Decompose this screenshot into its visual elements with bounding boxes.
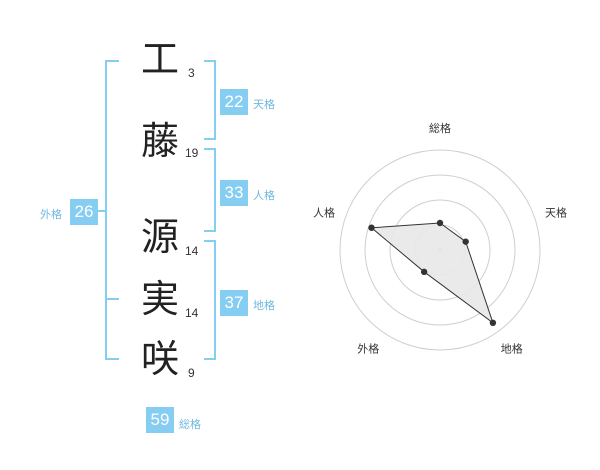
radar-points — [368, 219, 497, 327]
stroke-count-2: 19 — [185, 146, 199, 160]
tenkaku-value: 22 — [220, 89, 248, 115]
radar-axis-label-4: 外格 — [357, 342, 379, 356]
radar-axis-label-1: 総格 — [429, 121, 451, 135]
radar-point-4 — [420, 268, 428, 276]
name-char-1: 工 — [140, 37, 179, 81]
radar-point-5 — [368, 224, 375, 231]
radar-ring-4 — [339, 149, 541, 351]
stroke-count-5: 9 — [188, 366, 195, 380]
radar-point-2 — [462, 238, 469, 245]
stroke-count-1: 3 — [188, 66, 195, 80]
name-char-4: 実 — [140, 277, 179, 321]
chikaku-label: 地格 — [253, 299, 275, 312]
radar-ring-3 — [364, 174, 516, 326]
chikaku-value: 37 — [220, 290, 248, 316]
radar-point-1 — [436, 219, 444, 227]
radar-axis-label-3: 地格 — [501, 342, 523, 356]
stroke-count-3: 14 — [185, 244, 199, 258]
radar-ring-2 — [389, 199, 491, 301]
gaikaku-label: 外格 — [40, 208, 62, 221]
soukaku-value: 59 — [146, 407, 174, 433]
gaikaku-value: 26 — [70, 199, 98, 225]
jinkaku-label: 人格 — [253, 189, 275, 202]
name-char-2: 藤 — [140, 119, 179, 163]
radar-area — [370, 222, 494, 325]
soukaku-label: 総格 — [179, 418, 201, 431]
radar-point-3 — [489, 319, 497, 327]
jinkaku-value: 33 — [220, 180, 248, 206]
stroke-count-4: 14 — [185, 306, 199, 320]
name-char-3: 源 — [140, 215, 179, 259]
radar-axis-label-2: 天格 — [545, 205, 567, 219]
name-char-5: 咲 — [140, 337, 179, 381]
tenkaku-label: 天格 — [253, 98, 275, 111]
radar-axis-label-5: 人格 — [313, 205, 335, 219]
